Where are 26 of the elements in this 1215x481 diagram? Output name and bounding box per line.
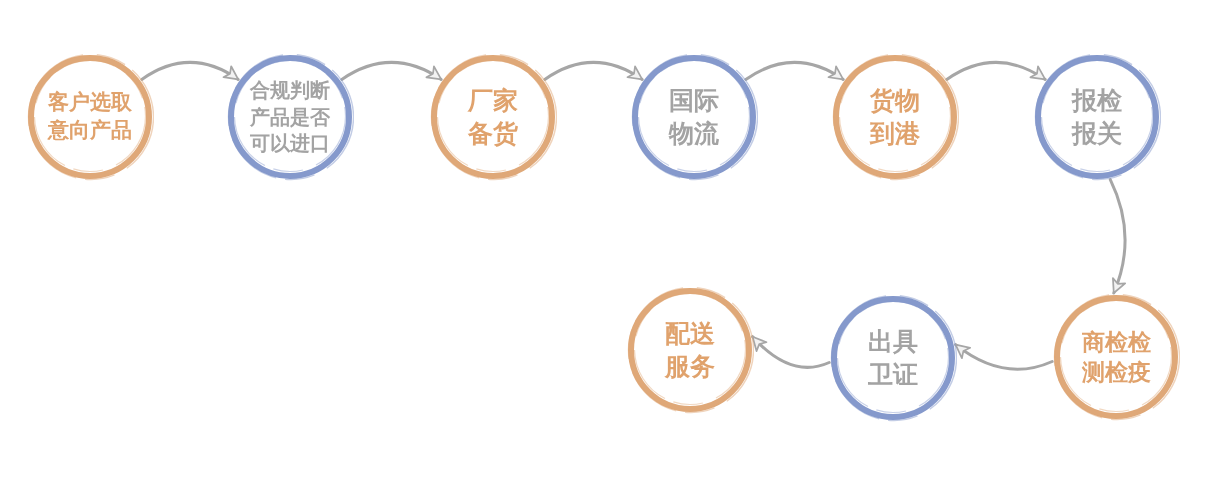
curved-arrow bbox=[1108, 178, 1127, 295]
curved-arrow bbox=[945, 60, 1047, 81]
curved-arrow bbox=[543, 60, 644, 81]
curved-arrow bbox=[954, 343, 1054, 371]
curved-arrow bbox=[751, 335, 831, 369]
step-circle bbox=[829, 294, 957, 422]
step-circle bbox=[630, 53, 758, 181]
step-label: 国际物流 bbox=[667, 85, 720, 150]
step-label: 报检报关 bbox=[1070, 85, 1123, 150]
step-label: 配送服务 bbox=[663, 318, 716, 383]
step-circle bbox=[1052, 293, 1180, 421]
step-label: 厂家备货 bbox=[466, 85, 519, 150]
step-label: 商检检测检疫 bbox=[1080, 327, 1152, 387]
step-circle bbox=[1033, 53, 1161, 181]
step-circle bbox=[626, 286, 754, 414]
step-circle bbox=[226, 53, 354, 181]
step-label: 货物到港 bbox=[868, 85, 921, 150]
step-label: 客户选取意向产品 bbox=[46, 89, 133, 144]
curved-arrow bbox=[744, 60, 845, 81]
step-circle bbox=[831, 53, 959, 181]
curved-arrow bbox=[140, 60, 240, 81]
step-label: 合规判断产品是否可以进口 bbox=[249, 77, 331, 157]
step-circle bbox=[26, 53, 154, 181]
step-label: 出具卫证 bbox=[867, 326, 919, 391]
step-circle bbox=[429, 53, 557, 181]
curved-arrow bbox=[340, 60, 443, 81]
